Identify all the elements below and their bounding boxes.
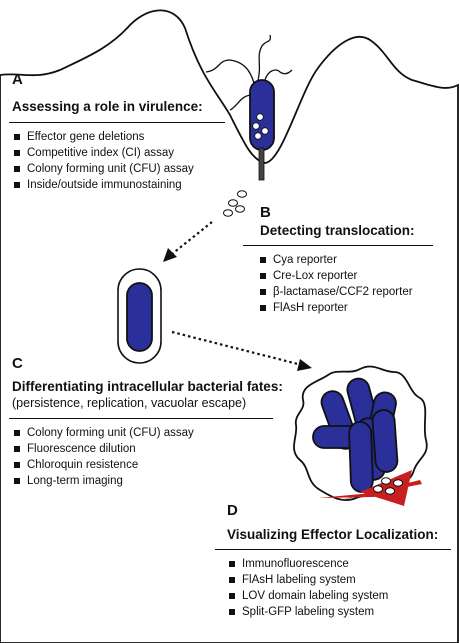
section-d-rule bbox=[215, 549, 451, 550]
list-item: Immunofluorescence bbox=[229, 556, 388, 572]
section-d-list: Immunofluorescence FlAsH labeling system… bbox=[229, 556, 388, 620]
list-item: Cya reporter bbox=[260, 252, 413, 268]
section-b-title: Detecting translocation: bbox=[260, 223, 415, 238]
effector-molecules bbox=[223, 190, 247, 217]
section-c-list: Colony forming unit (CFU) assay Fluoresc… bbox=[14, 425, 194, 489]
section-c-letter: C bbox=[12, 355, 23, 372]
list-item: Colony forming unit (CFU) assay bbox=[14, 161, 194, 177]
section-a-letter: A bbox=[12, 71, 23, 88]
section-c-title: Differentiating intracellular bacterial … bbox=[12, 379, 283, 394]
section-b-rule bbox=[243, 245, 433, 246]
arrow-to-vacuole bbox=[163, 221, 213, 262]
replicating-bacteria-cluster bbox=[293, 365, 428, 506]
list-item: Fluorescence dilution bbox=[14, 441, 194, 457]
list-item: Cre-Lox reporter bbox=[260, 268, 413, 284]
list-item: Long-term imaging bbox=[14, 473, 194, 489]
arrow-to-replication bbox=[171, 330, 312, 371]
section-a-list: Effector gene deletions Competitive inde… bbox=[14, 129, 194, 193]
list-item: Effector gene deletions bbox=[14, 129, 194, 145]
list-item: FlAsH reporter bbox=[260, 300, 413, 316]
bacterial-vacuole bbox=[117, 268, 162, 364]
list-item: β-lactamase/CCF2 reporter bbox=[260, 284, 413, 300]
section-c-rule bbox=[9, 418, 273, 419]
entering-bacterium bbox=[205, 34, 293, 181]
section-b-letter: B bbox=[260, 204, 271, 221]
list-item: Competitive index (CI) assay bbox=[14, 145, 194, 161]
list-item: Split-GFP labeling system bbox=[229, 604, 388, 620]
section-d-letter: D bbox=[227, 502, 238, 519]
list-item: Colony forming unit (CFU) assay bbox=[14, 425, 194, 441]
section-d-title: Visualizing Effector Localization: bbox=[227, 527, 439, 542]
section-a-title: Assessing a role in virulence: bbox=[12, 99, 203, 114]
section-c-subtitle: (persistence, replication, vacuolar esca… bbox=[12, 396, 247, 410]
section-a-rule bbox=[9, 122, 225, 123]
host-cell-membrane bbox=[0, 9, 459, 643]
list-item: LOV domain labeling system bbox=[229, 588, 388, 604]
section-b-list: Cya reporter Cre-Lox reporter β-lactamas… bbox=[260, 252, 413, 316]
list-item: FlAsH labeling system bbox=[229, 572, 388, 588]
list-item: Inside/outside immunostaining bbox=[14, 177, 194, 193]
list-item: Chloroquin resistence bbox=[14, 457, 194, 473]
